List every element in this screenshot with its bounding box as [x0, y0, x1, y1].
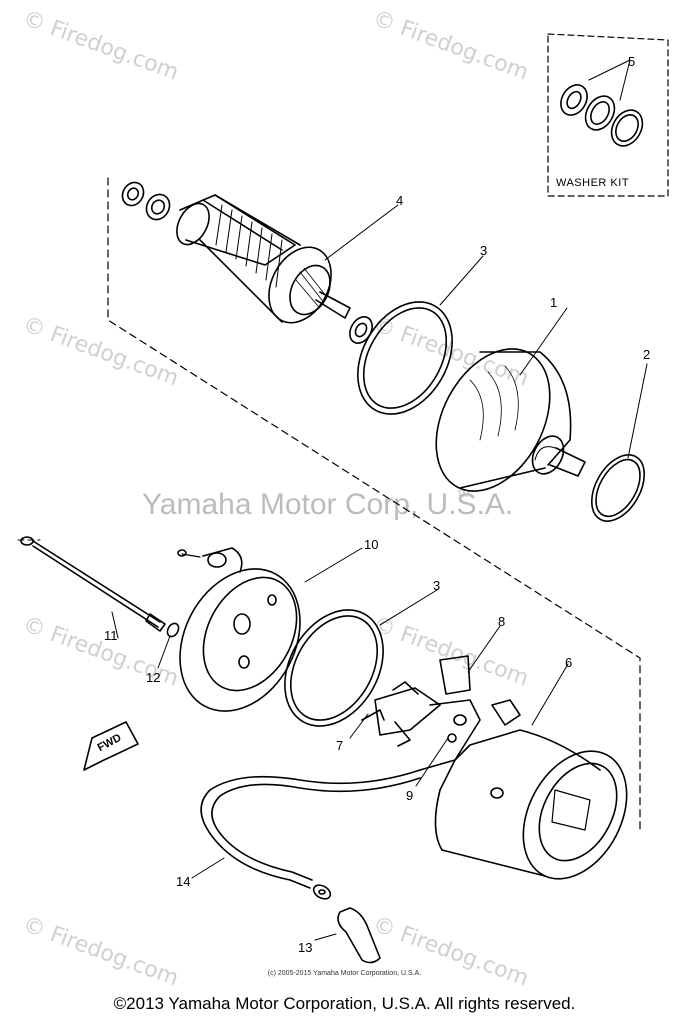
o-ring-lower: [284, 609, 384, 727]
fwd-arrow: [83, 721, 139, 771]
lead-cable: [200, 769, 421, 900]
callout-3-upper: 3: [480, 243, 488, 258]
front-cover: [434, 699, 628, 880]
armature-washers: [121, 181, 373, 344]
callout-4: 4: [396, 193, 404, 208]
callout-14: 14: [176, 874, 191, 889]
callout-13: 13: [298, 940, 313, 955]
callout-10: 10: [364, 537, 379, 552]
center-watermark: Yamaha Motor Corp, U.S.A.: [142, 488, 514, 521]
callout-3-lower: 3: [433, 578, 441, 593]
callout-7: 7: [336, 738, 344, 753]
group-outline: [107, 177, 641, 833]
washer-kit-label: WASHER KIT: [556, 177, 630, 189]
washer-kit-box: [547, 33, 669, 197]
brush-holder: [361, 655, 481, 771]
callout-11: 11: [104, 628, 118, 643]
rubber-cap: [337, 907, 381, 964]
washer-12: [166, 622, 180, 638]
armature: [176, 194, 351, 324]
copyright-main: ©2013 Yamaha Motor Corporation, U.S.A. A…: [113, 994, 576, 1013]
o-ring-2: [590, 454, 646, 522]
callout-1: 1: [550, 295, 558, 310]
through-bolt: [20, 536, 166, 632]
rear-cover: [177, 547, 301, 712]
yoke-housing: [435, 348, 586, 492]
callout-5: 5: [628, 54, 636, 69]
copyright-small: (c) 2005-2015 Yamaha Motor Corporation, …: [267, 970, 422, 977]
callout-6: 6: [565, 655, 573, 670]
callout-9: 9: [406, 788, 414, 803]
callout-2: 2: [643, 347, 651, 362]
callout-12: 12: [146, 670, 161, 685]
washer-kit-washers: [560, 59, 644, 147]
trademark-mark: TM: [457, 489, 470, 499]
o-ring-upper: [357, 301, 453, 415]
callout-8: 8: [498, 614, 506, 629]
